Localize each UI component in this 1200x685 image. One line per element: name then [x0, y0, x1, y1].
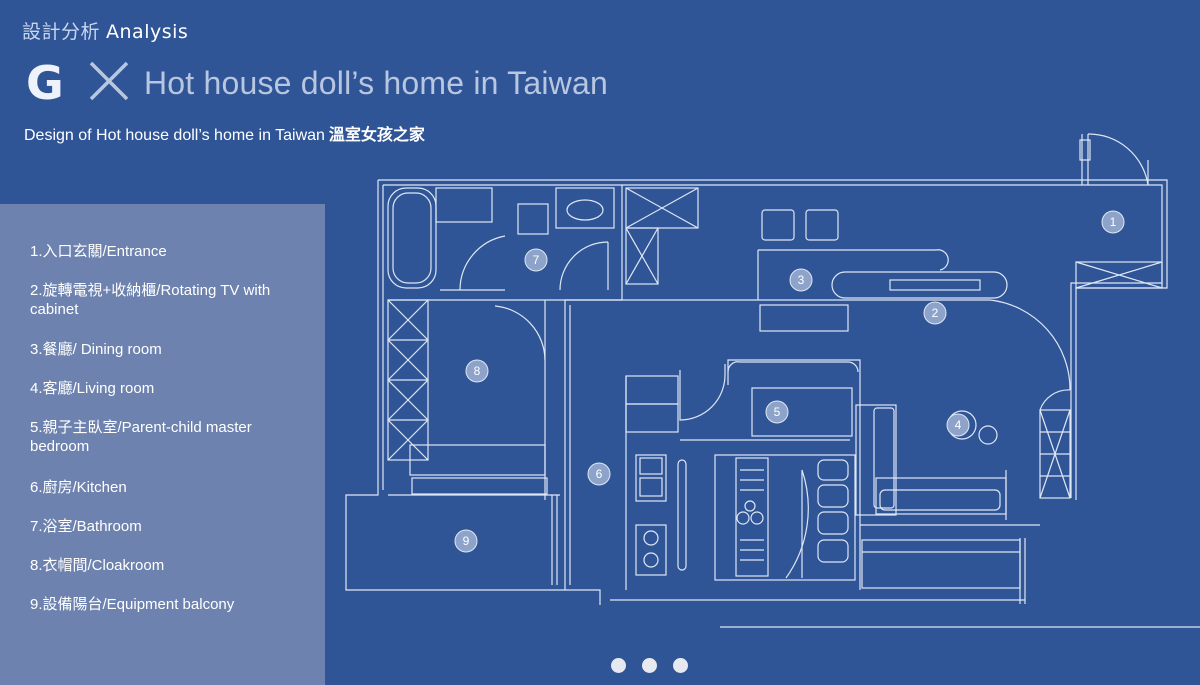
- brand-row: G Hot house doll’s home in Taiwan: [26, 58, 608, 108]
- legend-item-entrance: 1.入口玄關/Entrance: [30, 243, 167, 260]
- room-marker-7: 7: [533, 253, 540, 267]
- room-marker-6: 6: [596, 467, 603, 481]
- legend-item-bathroom: 7.浴室/Bathroom: [30, 518, 142, 535]
- room-marker-8: 8: [474, 364, 481, 378]
- legend-item-rotating-tv: 2.旋轉電視+收納櫃/Rotating TV with cabinet: [30, 282, 271, 318]
- legend-item-dining-room: 3.餐廳/ Dining room: [30, 341, 162, 358]
- page-dot-3[interactable]: [673, 658, 688, 673]
- legend-item-kitchen: 6.廚房/Kitchen: [30, 479, 127, 496]
- section-label-zh: 設計分析: [22, 21, 101, 43]
- room-marker-5: 5: [774, 405, 781, 419]
- subtitle-zh: 溫室女孩之家: [328, 127, 425, 144]
- room-marker-9: 9: [463, 534, 470, 548]
- subtitle-en: Design of Hot house doll’s home in Taiwa…: [24, 127, 325, 144]
- legend-item-cloakroom: 8.衣帽間/Cloakroom: [30, 557, 165, 574]
- floor-plan-linework: [345, 133, 1200, 628]
- floor-plan-drawing: 1 2 3 4 5 6 7 8 9: [345, 133, 1200, 628]
- brand-logo-letter: G: [26, 56, 64, 110]
- legend-item-living-room: 4.客廳/Living room: [30, 380, 155, 397]
- page-subtitle: Design of Hot house doll’s home in Taiwa…: [24, 121, 425, 145]
- room-markers: 1 2 3 4 5 6 7 8 9: [454, 210, 1125, 553]
- room-marker-3: 3: [798, 273, 805, 287]
- legend-item-equipment-balcony: 9.設備陽台/Equipment balcony: [30, 596, 235, 613]
- page-dot-1[interactable]: [611, 658, 626, 673]
- room-marker-1: 1: [1110, 215, 1117, 229]
- room-legend-panel: 1.入口玄關/Entrance 2.旋轉電視+收納櫃/Rotating TV w…: [0, 204, 325, 685]
- pagination-dots: [611, 658, 688, 673]
- room-marker-2: 2: [932, 306, 939, 320]
- page-title: Hot house doll’s home in Taiwan: [144, 64, 608, 101]
- room-marker-4: 4: [955, 418, 962, 432]
- page-dot-2[interactable]: [642, 658, 657, 673]
- section-label-en: Analysis: [106, 21, 189, 43]
- legend-item-master-bedroom: 5.親子主臥室/Parent-child master bedroom: [30, 419, 252, 455]
- floor-plan: 1 2 3 4 5 6 7 8 9: [330, 128, 1200, 642]
- cross-icon: [88, 60, 130, 106]
